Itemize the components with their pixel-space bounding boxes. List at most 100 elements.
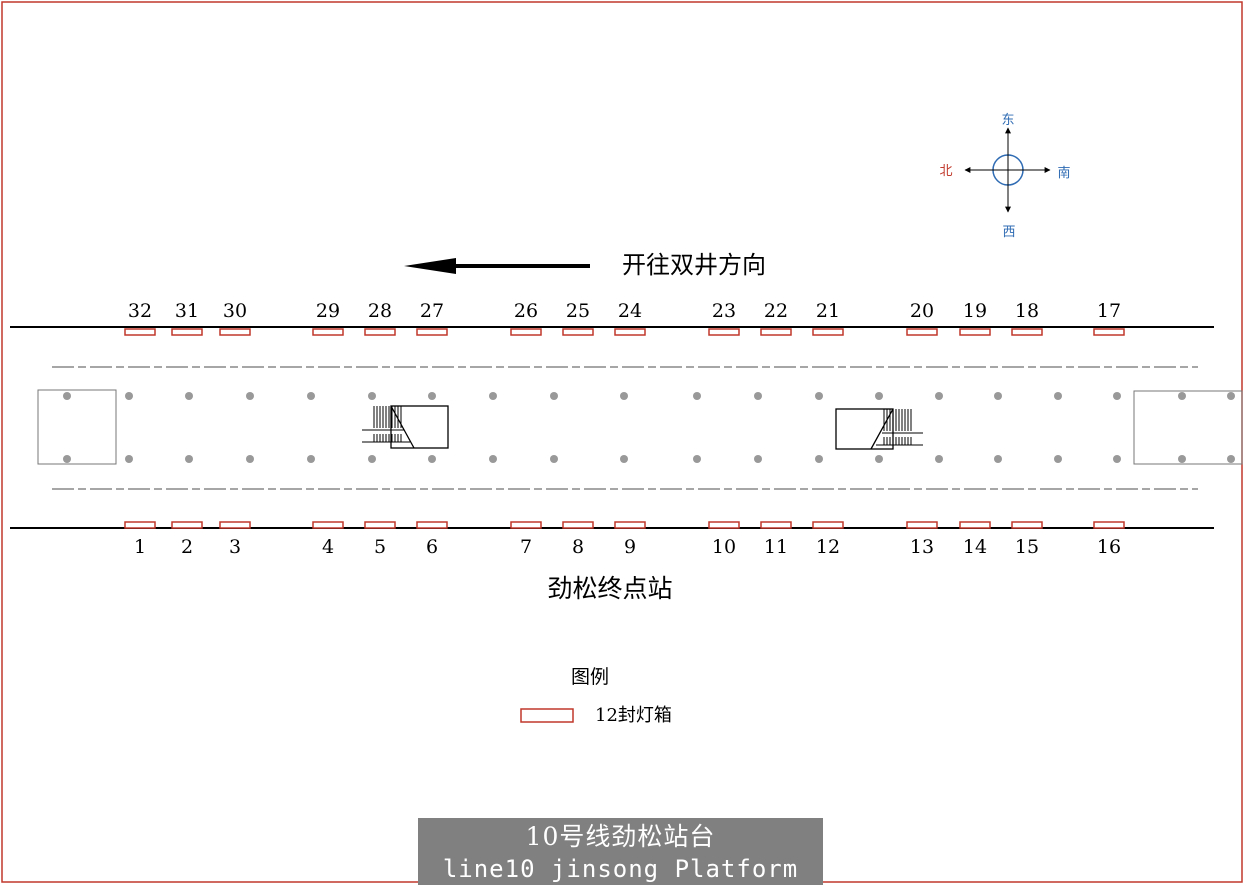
lightbox-number-label: 32 <box>128 300 152 322</box>
lightbox-number-label: 12 <box>816 536 840 558</box>
lightbox-marker <box>959 328 991 336</box>
lightbox-marker <box>614 328 646 336</box>
column-icon <box>550 392 558 400</box>
compass-north-label: 北 <box>939 164 952 179</box>
column-icon <box>185 392 193 400</box>
lightbox-marker <box>906 521 938 529</box>
column-icon <box>307 455 315 463</box>
lightbox-marker <box>312 328 344 336</box>
lightbox-marker <box>124 521 156 529</box>
column-icon <box>125 392 133 400</box>
lightbox-number-label: 4 <box>322 536 334 558</box>
column-icon <box>185 455 193 463</box>
lightbox-number-label: 2 <box>181 536 193 558</box>
legend-lightbox-swatch <box>520 708 574 723</box>
lightbox-number-label: 10 <box>712 536 736 558</box>
lightbox-marker <box>1093 521 1125 529</box>
lightbox-number-label: 1 <box>134 536 146 558</box>
lightbox-number-label: 31 <box>175 300 199 322</box>
column-icon <box>994 392 1002 400</box>
column-icon <box>815 392 823 400</box>
lightbox-number-label: 3 <box>229 536 241 558</box>
column-icon <box>489 392 497 400</box>
staircase-right <box>835 408 923 450</box>
column-icon <box>1054 455 1062 463</box>
lightbox-marker <box>1011 328 1043 336</box>
platform-end-room-right <box>1133 390 1243 465</box>
column-icon <box>1227 392 1235 400</box>
lightbox-number-label: 9 <box>624 536 636 558</box>
lightbox-number-label: 26 <box>514 300 538 322</box>
lightbox-number-label: 17 <box>1097 300 1121 322</box>
lightbox-marker <box>760 521 792 529</box>
lightbox-marker <box>812 328 844 336</box>
lightbox-number-label: 25 <box>566 300 590 322</box>
column-icon <box>63 455 71 463</box>
lightbox-marker <box>708 328 740 336</box>
title-block: 10号线劲松站台 line10 jinsong Platform <box>418 818 823 885</box>
column-icon <box>246 392 254 400</box>
column-icon <box>550 455 558 463</box>
lightbox-marker <box>510 328 542 336</box>
lightbox-number-label: 27 <box>420 300 444 322</box>
lightbox-number-label: 21 <box>816 300 840 322</box>
column-icon <box>368 392 376 400</box>
lightbox-number-label: 5 <box>374 536 386 558</box>
column-icon <box>875 392 883 400</box>
lightbox-number-label: 30 <box>223 300 247 322</box>
compass-west-label: 西 <box>1002 225 1015 240</box>
lightbox-marker <box>364 521 396 529</box>
lightbox-number-label: 19 <box>963 300 987 322</box>
lightbox-marker <box>906 328 938 336</box>
lightbox-marker <box>416 521 448 529</box>
lightbox-number-label: 18 <box>1015 300 1039 322</box>
column-icon <box>368 455 376 463</box>
direction-arrow-icon <box>404 258 456 274</box>
staircase-left <box>362 405 449 449</box>
station-name: 劲松终点站 <box>547 574 672 603</box>
platform-columns <box>63 392 1235 463</box>
lightbox-number-label: 28 <box>368 300 392 322</box>
column-icon <box>489 455 497 463</box>
column-icon <box>125 455 133 463</box>
column-icon <box>1113 392 1121 400</box>
column-icon <box>1227 455 1235 463</box>
lightbox-number-label: 15 <box>1015 536 1039 558</box>
column-icon <box>935 392 943 400</box>
column-icon <box>63 392 71 400</box>
lightbox-marker <box>171 328 203 336</box>
lightbox-marker <box>312 521 344 529</box>
column-icon <box>620 455 628 463</box>
column-icon <box>1178 455 1186 463</box>
lightbox-number-label: 13 <box>910 536 934 558</box>
lightbox-number-label: 23 <box>712 300 736 322</box>
direction-indicator: 开往双井方向 <box>404 251 766 279</box>
lightbox-marker <box>614 521 646 529</box>
lightbox-marker <box>171 521 203 529</box>
platform-end-room-left <box>37 389 117 465</box>
column-icon <box>246 455 254 463</box>
title-chinese: 10号线劲松站台 <box>525 822 716 851</box>
lightbox-marker <box>959 521 991 529</box>
column-icon <box>754 455 762 463</box>
column-icon <box>1113 455 1121 463</box>
lightbox-number-label: 20 <box>910 300 934 322</box>
lightbox-number-label: 22 <box>764 300 788 322</box>
lightbox-marker <box>708 521 740 529</box>
column-icon <box>875 455 883 463</box>
compass-east-label: 东 <box>1001 113 1014 128</box>
direction-label: 开往双井方向 <box>622 251 766 279</box>
lightbox-number-label: 7 <box>520 536 532 558</box>
column-icon <box>935 455 943 463</box>
lightbox-number-label: 8 <box>572 536 584 558</box>
column-icon <box>428 392 436 400</box>
column-icon <box>428 455 436 463</box>
column-icon <box>620 392 628 400</box>
title-english: line10 jinsong Platform <box>442 855 799 883</box>
lightbox-marker <box>760 328 792 336</box>
lightbox-number-label: 24 <box>618 300 642 322</box>
column-icon <box>815 455 823 463</box>
